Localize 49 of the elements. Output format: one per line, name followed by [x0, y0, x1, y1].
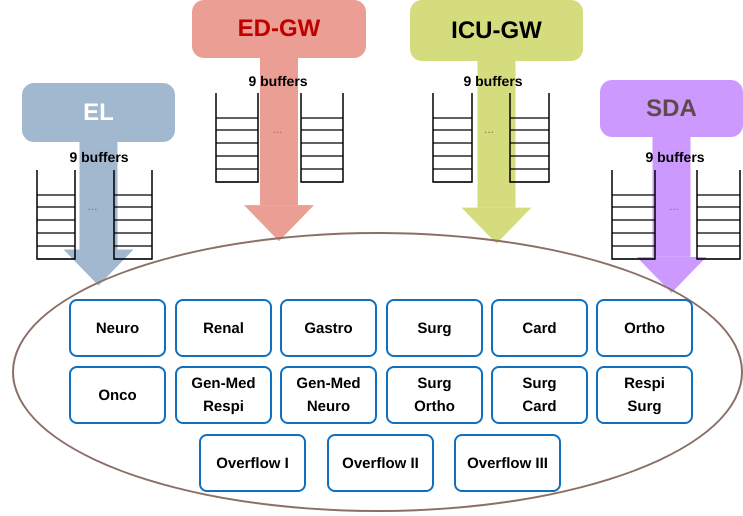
- ward-label: Surg: [417, 318, 452, 338]
- ellipsis-label: ...: [484, 123, 494, 135]
- ward-label: Gen-Med Respi: [190, 374, 257, 417]
- ward-label: Renal: [203, 318, 244, 338]
- ward-box: [280, 366, 377, 424]
- buffer-count-label: 9 buffers: [69, 149, 129, 165]
- ward-box: [199, 434, 306, 492]
- source-label: ICU-GW: [451, 16, 542, 46]
- source-box: [22, 83, 175, 142]
- source-box: [600, 80, 743, 137]
- ellipsis-label: ...: [88, 200, 98, 212]
- ward-label: Gastro: [304, 318, 353, 338]
- ellipsis-label: ...: [669, 200, 680, 212]
- ward-label: Overflow III: [467, 454, 548, 474]
- ward-label: Ortho: [624, 318, 665, 338]
- source-label: ED-GW: [238, 14, 320, 44]
- flow-arrow: [462, 61, 532, 244]
- ward-box: [175, 299, 272, 357]
- ward-box: [386, 299, 483, 357]
- flow-arrow: [64, 142, 134, 286]
- ward-label: Surg Ortho: [413, 374, 456, 417]
- ward-label: Overflow II: [342, 454, 419, 474]
- ward-box: [596, 366, 693, 424]
- ward-label: Neuro: [96, 318, 140, 338]
- ward-label: Surg Card: [521, 374, 558, 417]
- ward-box: [280, 299, 377, 357]
- source-box: [192, 0, 366, 58]
- source-label: SDA: [646, 94, 697, 124]
- ward-box: [327, 434, 434, 492]
- ellipsis-label: ...: [272, 123, 283, 135]
- buffer-count-label: 9 buffers: [248, 73, 308, 89]
- ward-box: [386, 366, 483, 424]
- ward-label: Onco: [98, 386, 137, 406]
- ward-label: Gen-Med Neuro: [295, 374, 362, 417]
- ward-box: [69, 299, 166, 357]
- ward-box: [454, 434, 561, 492]
- ward-box: [596, 299, 693, 357]
- ward-box: [491, 366, 588, 424]
- ward-box: [175, 366, 272, 424]
- source-label: EL: [83, 98, 114, 128]
- ward-label: Overflow I: [216, 454, 289, 474]
- flow-arrow: [244, 58, 314, 242]
- buffer-count-label: 9 buffers: [645, 149, 705, 165]
- ward-box: [491, 299, 588, 357]
- ward-label: Respi Surg: [623, 374, 666, 417]
- source-box: [410, 0, 583, 61]
- ward-label: Card: [522, 318, 557, 338]
- hospital-ellipse: [12, 232, 743, 512]
- ward-box: [69, 366, 166, 424]
